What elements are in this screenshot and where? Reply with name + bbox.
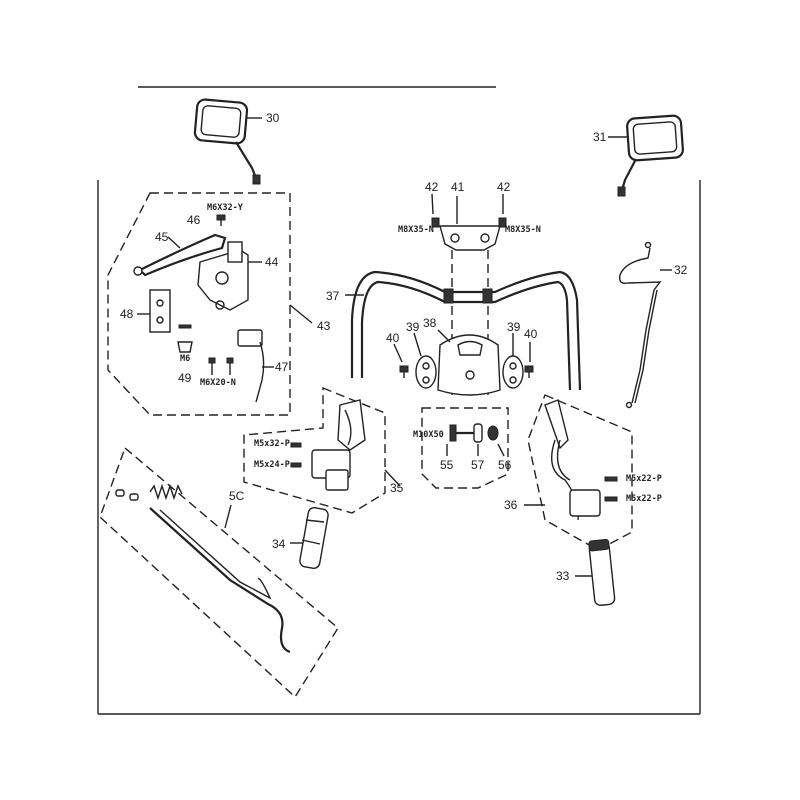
part-label-41: 41 bbox=[451, 180, 465, 194]
part-label-34: 34 bbox=[272, 537, 286, 551]
part-label-50: 5C bbox=[229, 489, 245, 503]
handlebar-clamp[interactable] bbox=[431, 193, 507, 251]
brake-lever-assembly[interactable] bbox=[107, 192, 313, 416]
part-label-32: 32 bbox=[674, 263, 688, 277]
part-label-40-left: 40 bbox=[386, 331, 400, 345]
mirror-right[interactable] bbox=[608, 114, 684, 197]
spec-m6x20n: M6X20-N bbox=[200, 378, 236, 388]
part-label-42-left: 42 bbox=[425, 180, 439, 194]
part-label-43: 43 bbox=[317, 319, 331, 333]
part-label-38: 38 bbox=[423, 316, 437, 330]
part-label-55: 55 bbox=[440, 458, 454, 472]
spec-m8x35n-left: M8X35-N bbox=[398, 225, 434, 235]
brake-cable-set[interactable] bbox=[99, 446, 339, 699]
handlebar[interactable] bbox=[345, 270, 582, 391]
mirror-left[interactable] bbox=[193, 98, 262, 185]
holder-plate[interactable] bbox=[437, 329, 501, 396]
frame bbox=[97, 86, 701, 715]
part-label-48: 48 bbox=[120, 307, 134, 321]
left-grip[interactable] bbox=[290, 506, 329, 570]
part-label-42-right: 42 bbox=[497, 180, 511, 194]
part-label-37: 37 bbox=[326, 289, 340, 303]
throttle-assembly[interactable] bbox=[524, 394, 633, 551]
spec-m10x50: M10X50 bbox=[413, 430, 444, 440]
spec-m6: M6 bbox=[180, 354, 190, 364]
part-label-33: 33 bbox=[556, 569, 570, 583]
part-label-57: 57 bbox=[471, 458, 485, 472]
right-grip[interactable] bbox=[575, 538, 616, 606]
part-label-30: 30 bbox=[266, 111, 280, 125]
part-label-39-left: 39 bbox=[406, 320, 420, 334]
part-label-45: 45 bbox=[155, 230, 169, 244]
part-label-49: 49 bbox=[178, 371, 192, 385]
spec-m5x24p: M5x24-P bbox=[254, 460, 290, 470]
spec-m5x32p: M5x32-P bbox=[254, 439, 290, 449]
spec-m6x32y: M6X32-Y bbox=[207, 203, 244, 213]
part-label-46: 46 bbox=[187, 213, 201, 227]
spec-m5x22p-top: M5x22-P bbox=[626, 474, 662, 484]
spec-m8x35n-right: M8X35-N bbox=[505, 225, 541, 235]
part-label-47: 47 bbox=[275, 360, 289, 374]
part-label-56: 56 bbox=[498, 458, 512, 472]
part-label-35: 35 bbox=[390, 481, 404, 495]
left-switch-assembly[interactable] bbox=[243, 386, 401, 514]
part-label-39-right: 39 bbox=[507, 320, 521, 334]
mounting-bolt-set[interactable] bbox=[421, 407, 509, 489]
part-label-40-right: 40 bbox=[524, 327, 538, 341]
rubber-mount-left[interactable] bbox=[393, 332, 437, 389]
part-label-36: 36 bbox=[504, 498, 518, 512]
spec-m5x22p-bottom: M5x22-P bbox=[626, 494, 662, 504]
throttle-cable[interactable] bbox=[618, 241, 672, 409]
part-label-31: 31 bbox=[593, 130, 607, 144]
part-label-44: 44 bbox=[265, 255, 279, 269]
rubber-mount-right[interactable] bbox=[502, 333, 534, 389]
